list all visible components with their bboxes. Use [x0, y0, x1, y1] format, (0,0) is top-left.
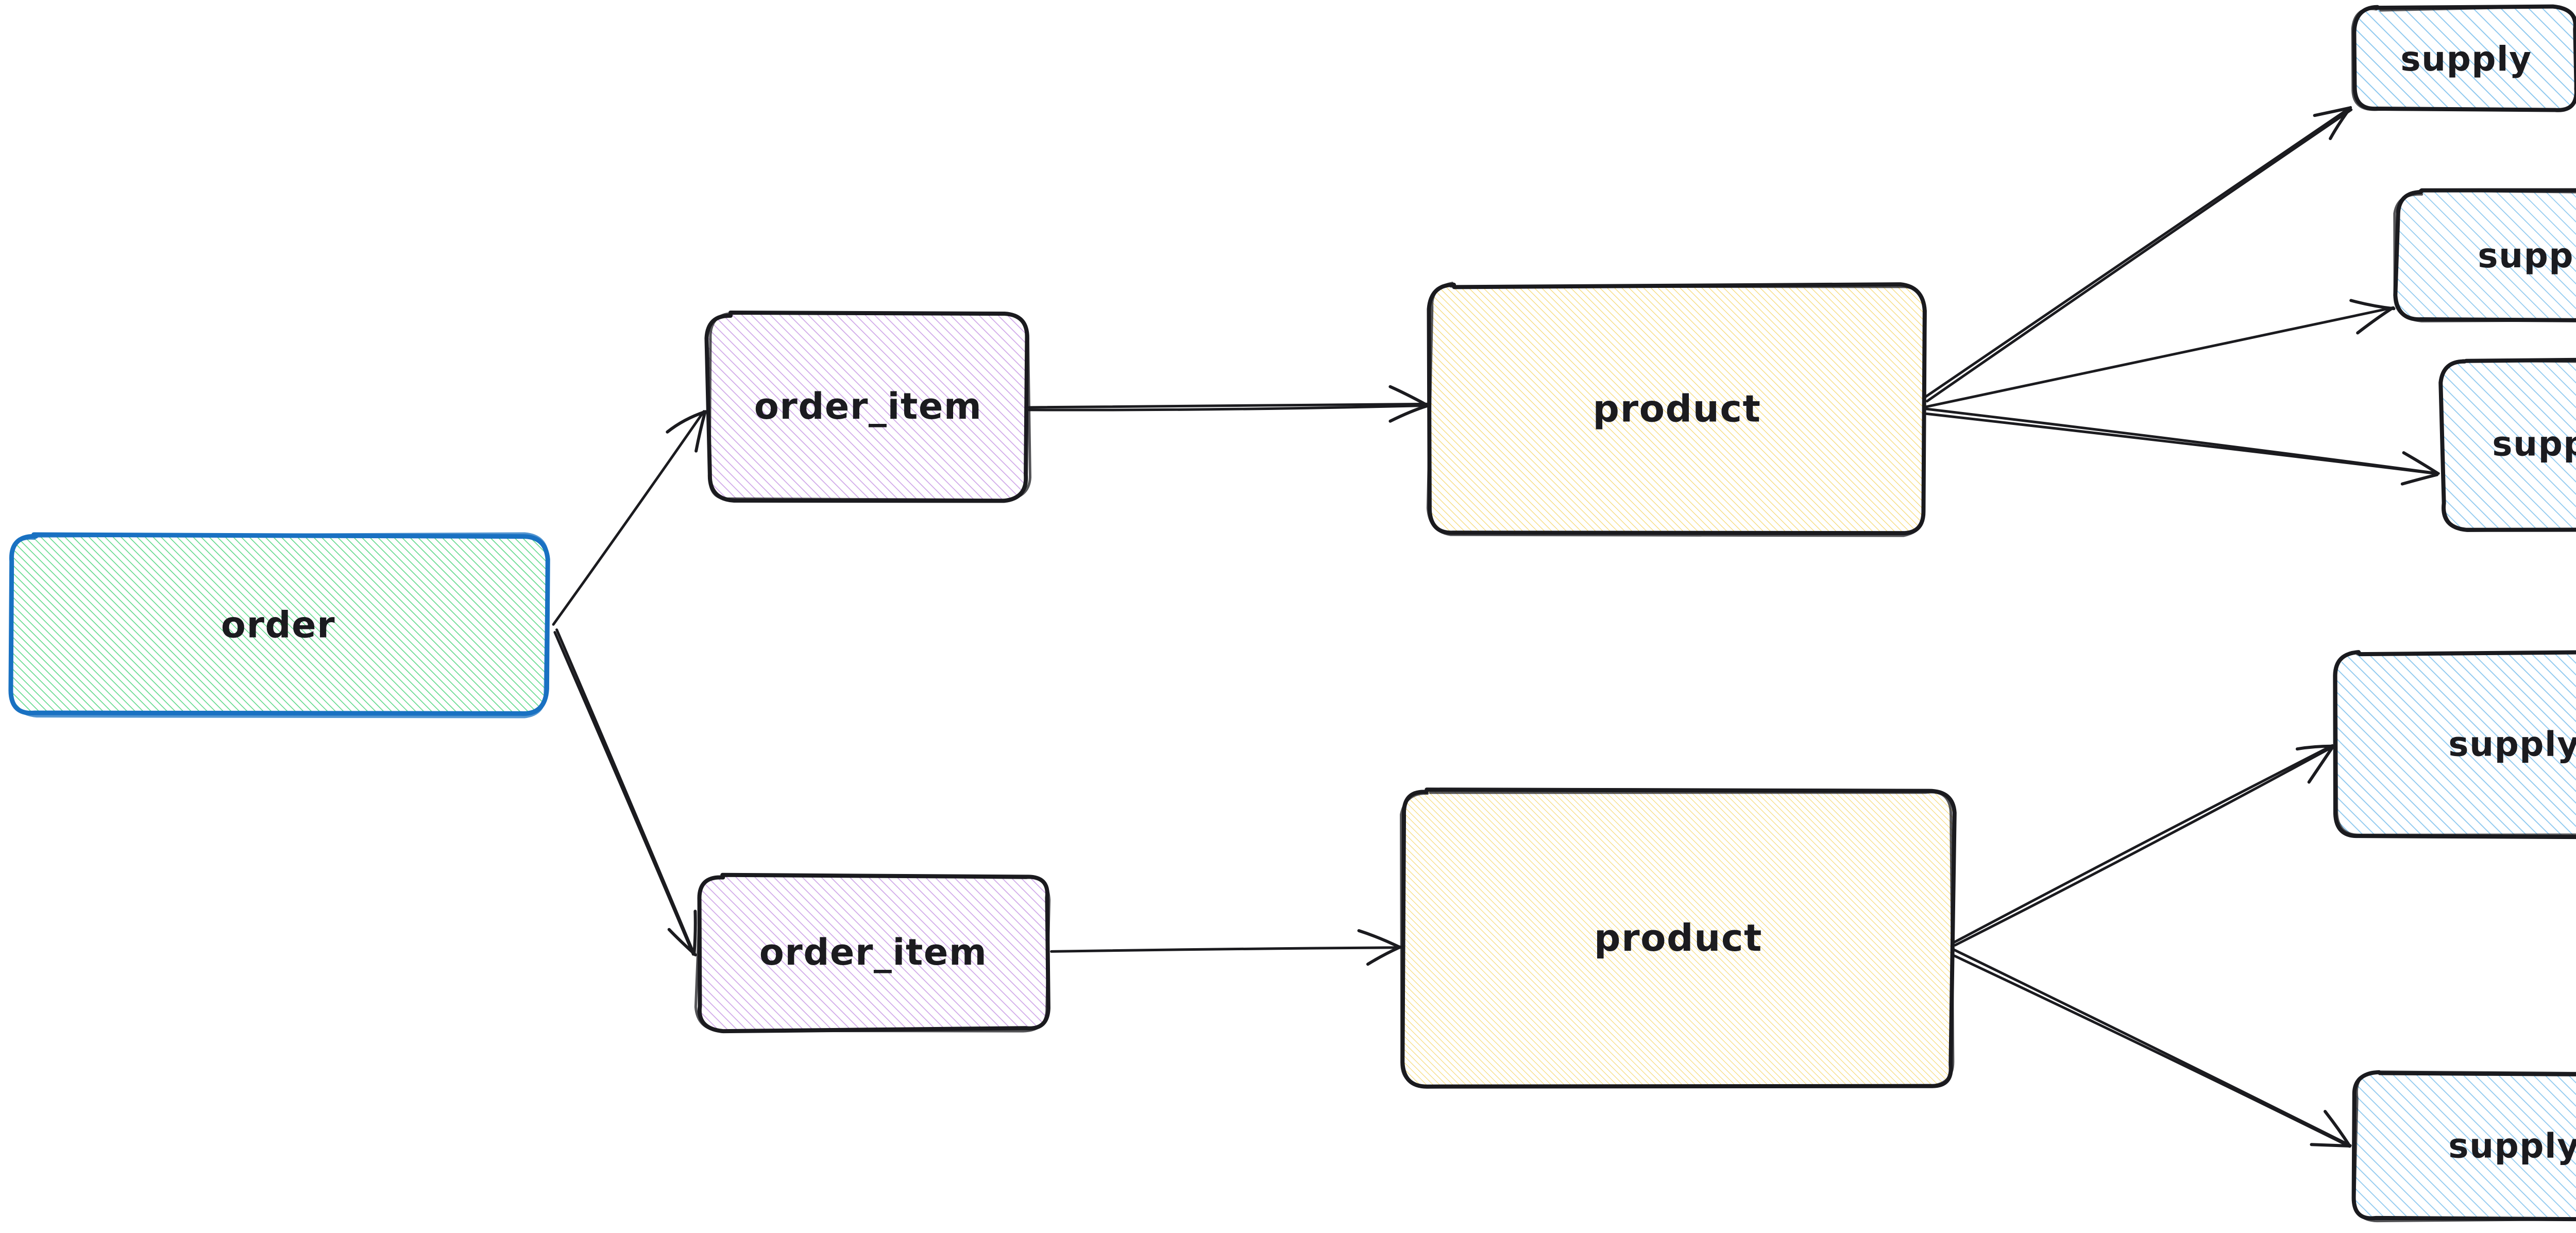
edge-line — [1952, 744, 2334, 944]
node-outline-secondary — [2353, 1070, 2576, 1223]
node-label: product — [1593, 387, 1761, 431]
node-outline — [2351, 1070, 2576, 1222]
edge-line — [1925, 108, 2353, 403]
edge-line — [553, 631, 694, 956]
edge-line — [1028, 404, 1428, 412]
node-supply_3[interactable]: supply — [2436, 354, 2576, 534]
edges-layer — [552, 106, 2440, 1148]
node-outline — [2393, 188, 2576, 322]
node-product_bottom[interactable]: product — [1398, 784, 1959, 1093]
node-fill — [2442, 361, 2576, 528]
edge-product_top-to-supply_1[interactable] — [1922, 106, 2353, 403]
node-label: order_item — [754, 385, 982, 427]
node-outline-secondary — [2351, 5, 2576, 112]
arrow-head — [2313, 106, 2351, 117]
node-fill — [2355, 8, 2576, 111]
edge-order-to-order_item_bottom[interactable] — [553, 628, 697, 956]
arrow-head — [694, 411, 707, 453]
edge-product_top-to-supply_2[interactable] — [1923, 299, 2396, 408]
node-fill — [1404, 791, 1953, 1087]
node-fill — [2336, 653, 2576, 836]
node-fill — [698, 876, 1048, 1030]
node-outline-secondary — [1400, 791, 1955, 1089]
arrow-head — [1388, 404, 1429, 423]
arrow-head — [1388, 385, 1428, 406]
edge-product_bottom-to-supply_5[interactable] — [1952, 948, 2352, 1148]
arrow-head — [1357, 929, 1401, 949]
arrow-head — [2329, 106, 2352, 141]
arrow-head — [2400, 473, 2439, 486]
node-outline-secondary — [9, 532, 549, 718]
node-supply_1[interactable]: supply — [2349, 2, 2576, 117]
edge-order_item_top-to-product_top[interactable] — [1028, 385, 1429, 423]
arrow-head — [2310, 1143, 2351, 1148]
node-order_item_bottom[interactable]: order_item — [692, 869, 1055, 1036]
node-order[interactable]: order — [4, 530, 552, 721]
node-fill — [1430, 286, 1924, 533]
node-label: supply — [2448, 1126, 2576, 1166]
arrow-head — [2349, 299, 2396, 311]
node-fill — [2397, 192, 2576, 320]
arrow-head — [667, 928, 697, 956]
node-outline-secondary — [708, 311, 1031, 502]
node-supply_4[interactable]: supply — [2330, 647, 2576, 842]
arrow-head — [2295, 744, 2334, 751]
node-supply_2[interactable]: supply — [2391, 185, 2576, 327]
node-product_top[interactable]: product — [1423, 280, 1930, 539]
node-label: order — [221, 604, 335, 646]
node-label: supply — [2448, 725, 2576, 764]
edge-line — [1028, 402, 1429, 409]
edge-line — [552, 410, 705, 626]
node-label: supply — [2492, 424, 2576, 464]
node-outline-secondary — [2439, 359, 2576, 532]
node-supply_5[interactable]: supply — [2348, 1067, 2576, 1226]
node-order_item_top[interactable]: order_item — [702, 308, 1034, 506]
arrow-head — [2324, 1110, 2351, 1148]
node-fill — [2354, 1073, 2576, 1220]
nodes-layer: orderorder_itemproductsupplysupplysupply… — [4, 2, 2576, 1226]
arrow-head — [692, 910, 697, 955]
arrow-head — [2307, 745, 2334, 784]
arrow-head — [2356, 306, 2394, 335]
edge-line — [1952, 954, 2351, 1148]
edge-order-to-order_item_top[interactable] — [552, 410, 707, 626]
arrow-head — [2402, 451, 2439, 475]
edge-order_item_bottom-to-product_bottom[interactable] — [1050, 929, 1402, 966]
edge-line — [1050, 946, 1402, 953]
edge-line — [1925, 412, 2439, 475]
node-fill — [10, 537, 546, 714]
node-fill — [708, 314, 1028, 500]
edge-product_top-to-supply_3[interactable] — [1925, 407, 2440, 486]
arrow-head — [1366, 945, 1402, 966]
edge-line — [1923, 306, 2395, 408]
node-outline-secondary — [694, 873, 1051, 1033]
node-label: supply — [2478, 236, 2576, 276]
edge-product_bottom-to-supply_4[interactable] — [1952, 744, 2334, 947]
arrow-head — [666, 410, 707, 434]
edge-line — [555, 628, 696, 956]
node-outline-secondary — [2393, 189, 2576, 323]
edge-line — [1954, 745, 2334, 947]
edge-line — [1922, 106, 2352, 400]
node-outline-secondary — [2334, 651, 2576, 836]
node-outline-secondary — [1426, 282, 1927, 537]
node-label: product — [1594, 916, 1762, 960]
node-label: supply — [2400, 39, 2532, 79]
node-label: order_item — [759, 931, 988, 973]
edge-line — [1952, 948, 2352, 1147]
